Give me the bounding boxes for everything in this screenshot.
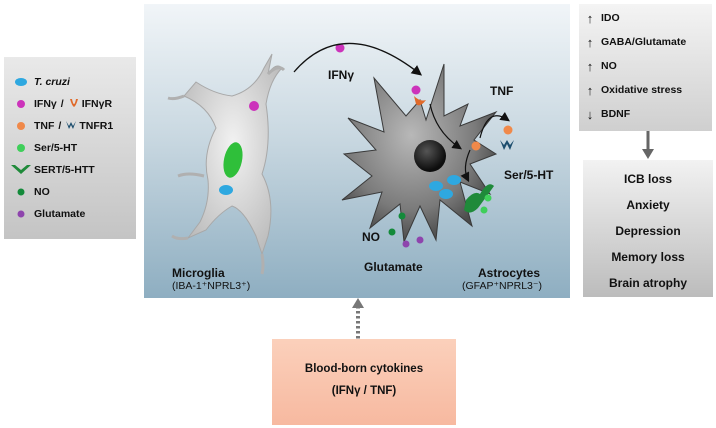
legend-label-ifngr: IFNγR	[81, 98, 113, 110]
cell-illustration	[167, 42, 514, 275]
legend-item-sert: SERT/5-HTT	[10, 161, 95, 179]
legend-item-glutamate: Glutamate	[10, 205, 85, 223]
tnf-signal-arrow	[460, 149, 471, 183]
effect-item: ↓ BDNF	[583, 104, 630, 124]
legend-label-sert: SERT/5-HTT	[34, 164, 95, 176]
arrow-up-icon: ↑	[586, 58, 594, 74]
arrow-up-icon: ↑	[586, 10, 594, 26]
legend-panel: T. cruzi IFNγ / IFNγR TNF / TNFR1 Ser/5-…	[4, 57, 136, 239]
effect-item: ↑ GABA/Glutamate	[583, 32, 686, 52]
brain-scene: IFNγ TNF Ser/5-HT NO Glutamate Microglia…	[144, 4, 570, 298]
ser-label: Ser/5-HT	[504, 168, 554, 182]
outcome-item: Brain atrophy	[608, 276, 687, 290]
microglia-to-astrocyte-arrow	[293, 42, 423, 76]
blood-cytokines-box: Blood-born cytokines (IFNγ / TNF)	[272, 339, 456, 425]
effect-item: ↑ Oxidative stress	[583, 80, 682, 100]
tnf-release-arrow	[479, 111, 510, 139]
legend-label-ser: Ser/5-HT	[34, 142, 78, 154]
legend-label-tnf: TNF	[34, 120, 55, 132]
effect-label: IDO	[601, 12, 620, 24]
glutamate-icon	[10, 209, 32, 219]
arrow-down-icon: ↓	[586, 106, 594, 122]
ifng-icon	[10, 99, 32, 109]
no-molecule	[388, 228, 396, 236]
astrocytes-title: Astrocytes	[478, 266, 541, 280]
glutamate-molecule	[402, 240, 410, 248]
arrow-up-icon: ↑	[586, 34, 594, 50]
t-cruzi-icon	[10, 77, 32, 87]
legend-separator: /	[60, 98, 64, 110]
effect-label: Oxidative stress	[601, 84, 683, 96]
ifng-label: IFNγ	[328, 68, 355, 82]
legend-separator: /	[58, 120, 62, 132]
legend-label-tnfr1: TNFR1	[79, 120, 114, 132]
sert-icon	[10, 164, 32, 176]
astrocytes-markers: (GFAP⁺NPRL3⁻)	[462, 280, 542, 292]
tnf-icon	[10, 121, 32, 131]
legend-label-no: NO	[34, 186, 50, 198]
blood-cytokines-title: Blood-born cytokines	[304, 363, 424, 375]
outcome-item: Depression	[615, 224, 681, 238]
legend-item-ifng: IFNγ / IFNγR	[10, 95, 112, 113]
legend-item-t-cruzi: T. cruzi	[10, 73, 70, 91]
outcomes-panel: ICB loss Anxiety Depression Memory loss …	[583, 160, 713, 297]
ser-icon	[10, 143, 32, 153]
effects-panel: ↑ IDO ↑ GABA/Glutamate ↑ NO ↑ Oxidative …	[579, 4, 712, 131]
no-molecule	[398, 212, 406, 220]
no-label: NO	[362, 230, 380, 244]
effect-label: GABA/Glutamate	[601, 36, 687, 48]
effect-label: NO	[601, 60, 617, 72]
effect-item: ↑ NO	[583, 56, 617, 76]
microglia-markers: (IBA-1⁺NPRL3⁺)	[172, 280, 251, 292]
arrow-up-icon: ↑	[586, 82, 594, 98]
effects-to-outcomes-arrow	[642, 131, 654, 159]
glutamate-label: Glutamate	[364, 260, 423, 274]
ifng-molecule	[335, 43, 345, 53]
blood-cytokines-list: (IFNγ / TNF)	[331, 385, 397, 397]
outcome-item: Anxiety	[626, 198, 670, 212]
blood-to-brain-arrow	[352, 298, 364, 340]
effect-item: ↑ IDO	[583, 8, 620, 28]
legend-item-ser: Ser/5-HT	[10, 139, 77, 157]
microglia-cell	[167, 53, 286, 275]
legend-label-t-cruzi: T. cruzi	[34, 76, 70, 88]
microglia-title: Microglia	[172, 266, 225, 280]
legend-item-no: NO	[10, 183, 50, 201]
effect-label: BDNF	[601, 108, 631, 120]
tnf-label: TNF	[490, 84, 514, 98]
no-icon	[10, 187, 32, 197]
legend-label-glutamate: Glutamate	[34, 208, 86, 220]
ifngr-signal-arrow	[429, 103, 462, 150]
legend-label-ifng: IFNγ	[34, 98, 57, 110]
ifngr-icon	[68, 97, 80, 112]
tnfr1-icon	[65, 119, 77, 134]
astrocyte-cell	[341, 63, 514, 244]
outcome-item: ICB loss	[623, 172, 672, 186]
legend-item-tnf: TNF / TNFR1	[10, 117, 113, 135]
glutamate-molecule	[416, 236, 424, 244]
outcome-item: Memory loss	[611, 250, 685, 264]
